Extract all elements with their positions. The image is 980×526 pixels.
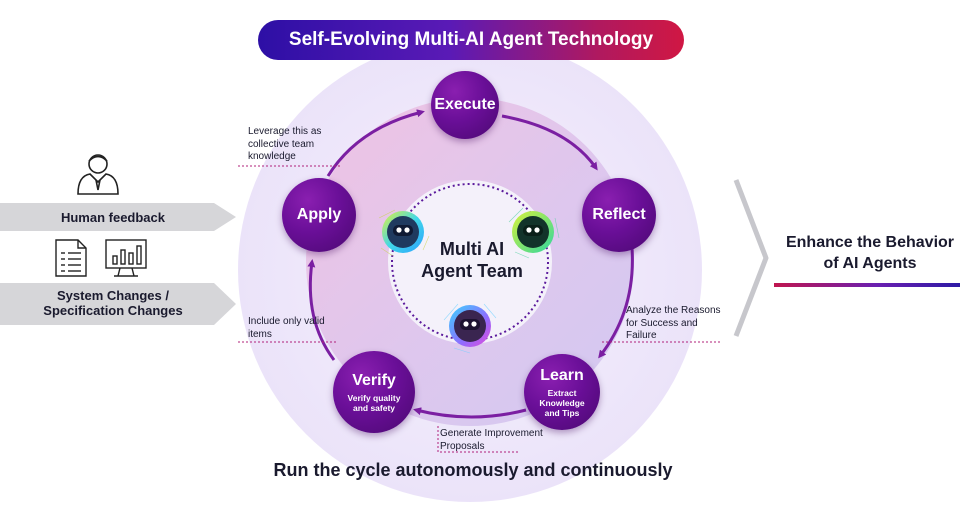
monitor-chart-icon [105, 239, 147, 277]
page-title: Self-Evolving Multi-AI Agent Technology [258, 20, 684, 60]
node-learn: Learn Extract Knowledge and Tips [524, 354, 600, 430]
node-verify-sublabel: Verify quality and safety [347, 392, 401, 413]
node-apply: Apply [282, 178, 356, 252]
node-verify-label: Verify [352, 371, 396, 389]
footer-caption: Run the cycle autonomously and continuou… [273, 460, 673, 480]
team-dotted-ring [391, 183, 549, 341]
verify-note: Include only valid items [248, 316, 325, 340]
outcome-line1: Enhance the Behavior [785, 234, 955, 251]
arrow-learn-to-verify [413, 407, 527, 419]
node-apply-label: Apply [296, 206, 342, 223]
reflect-note: Analyze the Reasons for Success and Fail… [626, 305, 721, 341]
system-changes-line1: System Changes / [57, 288, 169, 303]
robot-avatar-icon [378, 209, 430, 257]
document-icon [55, 239, 87, 277]
team-label: Multi AI Agent Team [410, 238, 534, 282]
arrow-reflect-to-learn [598, 247, 634, 359]
node-learn-label: Learn [540, 366, 584, 384]
node-verify: Verify Verify quality and safety [333, 351, 415, 433]
node-reflect-label: Reflect [592, 206, 646, 223]
node-reflect: Reflect [582, 178, 656, 252]
arrow-verify-to-apply [307, 259, 336, 361]
team-label-line1: Multi AI [439, 239, 505, 259]
system-changes-label: System Changes / Specification Changes [0, 288, 226, 318]
outcome-label: Enhance the Behavior of AI Agents [760, 232, 980, 274]
system-changes-bar [0, 283, 236, 325]
outcome-line2: of AI Agents [823, 255, 917, 272]
learn-note: Generate Improvement Proposals [440, 428, 543, 452]
human-feedback-label: Human feedback [60, 210, 166, 225]
team-disc [388, 180, 552, 344]
team-label-line2: Agent Team [421, 261, 523, 281]
robot-avatar-icon [508, 207, 560, 259]
node-execute-label: Execute [434, 96, 496, 113]
node-learn-sublabel: Extract Knowledge and Tips [539, 387, 585, 418]
system-changes-line2: Specification Changes [43, 303, 183, 318]
learn-note-underline [437, 426, 518, 453]
person-icon [77, 154, 119, 195]
human-feedback-bar [0, 203, 236, 231]
robot-avatar-icon [443, 303, 497, 354]
arrow-execute-to-reflect [501, 114, 598, 171]
apply-note: Leverage this as collective team knowled… [248, 126, 322, 162]
chevron-right-icon [733, 179, 769, 337]
outcome-underline [774, 283, 960, 287]
node-execute: Execute [431, 71, 499, 139]
